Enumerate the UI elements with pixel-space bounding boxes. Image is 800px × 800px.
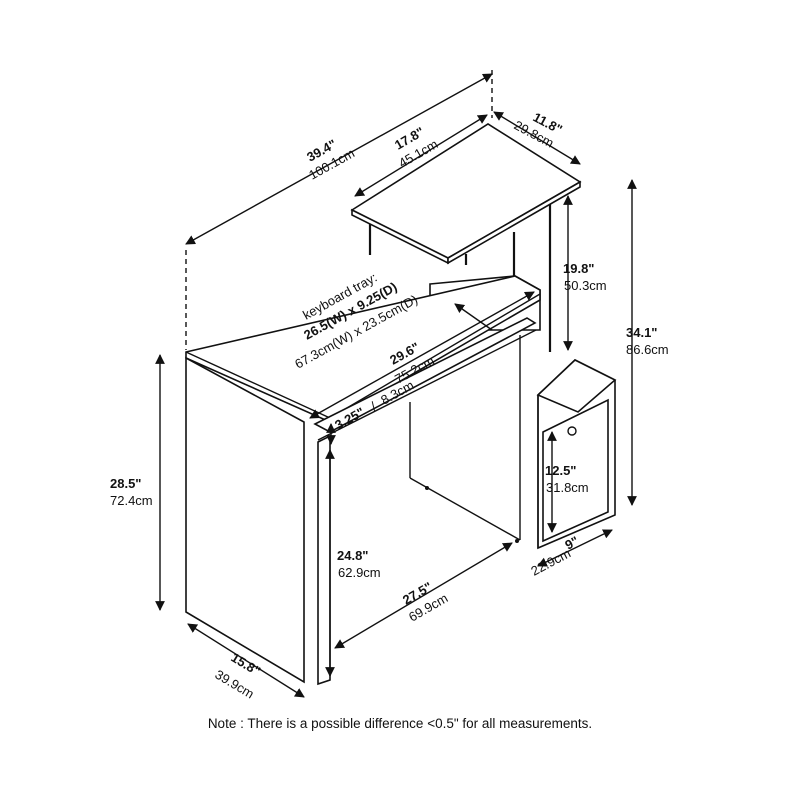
leg-clearance-in: 24.8" xyxy=(337,548,368,563)
cubby-width-cm: 22.9cm xyxy=(528,545,573,578)
leg-clearance-cm: 62.9cm xyxy=(338,565,381,580)
keyboard-tray-pointer xyxy=(454,303,493,331)
desktop-width-dimension-line xyxy=(309,291,535,419)
shelf-clearance-in: 19.8" xyxy=(563,261,594,276)
shelf-clearance-cm: 50.3cm xyxy=(564,278,607,293)
overall-height-cm: 86.6cm xyxy=(626,342,669,357)
cubby-width-dimension-line xyxy=(537,529,613,567)
overall-height-in: 34.1" xyxy=(626,325,657,340)
grommet-hole xyxy=(567,426,577,436)
side-cubby xyxy=(536,359,617,550)
front-leg-panel xyxy=(317,434,331,686)
cubby-height-cm: 31.8cm xyxy=(546,480,589,495)
shelf-depth-dimension-line xyxy=(493,111,581,165)
desk-depth-dimension-line xyxy=(187,623,305,698)
knee-width-dimension-line xyxy=(334,542,513,649)
cubby-height-in: 12.5" xyxy=(545,463,576,478)
overall-width-dimension-line xyxy=(185,73,493,245)
desk-height-cm: 72.4cm xyxy=(110,493,153,508)
cubby-width-in: 9" xyxy=(562,533,581,553)
measurement-note: Note : There is a possible difference <0… xyxy=(207,716,593,731)
shelf-width-dimension-line xyxy=(354,114,488,197)
desk-height-in: 28.5" xyxy=(110,476,141,491)
svg-text:/: / xyxy=(368,399,379,414)
